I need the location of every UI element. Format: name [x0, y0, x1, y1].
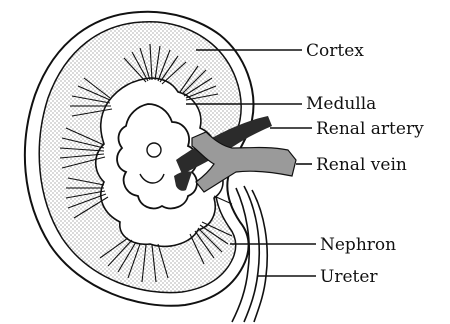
label-medulla: Medulla — [306, 94, 376, 114]
label-cortex: Cortex — [306, 41, 364, 61]
label-nephron: Nephron — [320, 235, 396, 255]
pelvis-small-circle — [147, 143, 161, 157]
label-ureter: Ureter — [320, 267, 378, 287]
label-renal-artery: Renal artery — [316, 119, 424, 139]
label-renal-vein: Renal vein — [316, 155, 407, 175]
